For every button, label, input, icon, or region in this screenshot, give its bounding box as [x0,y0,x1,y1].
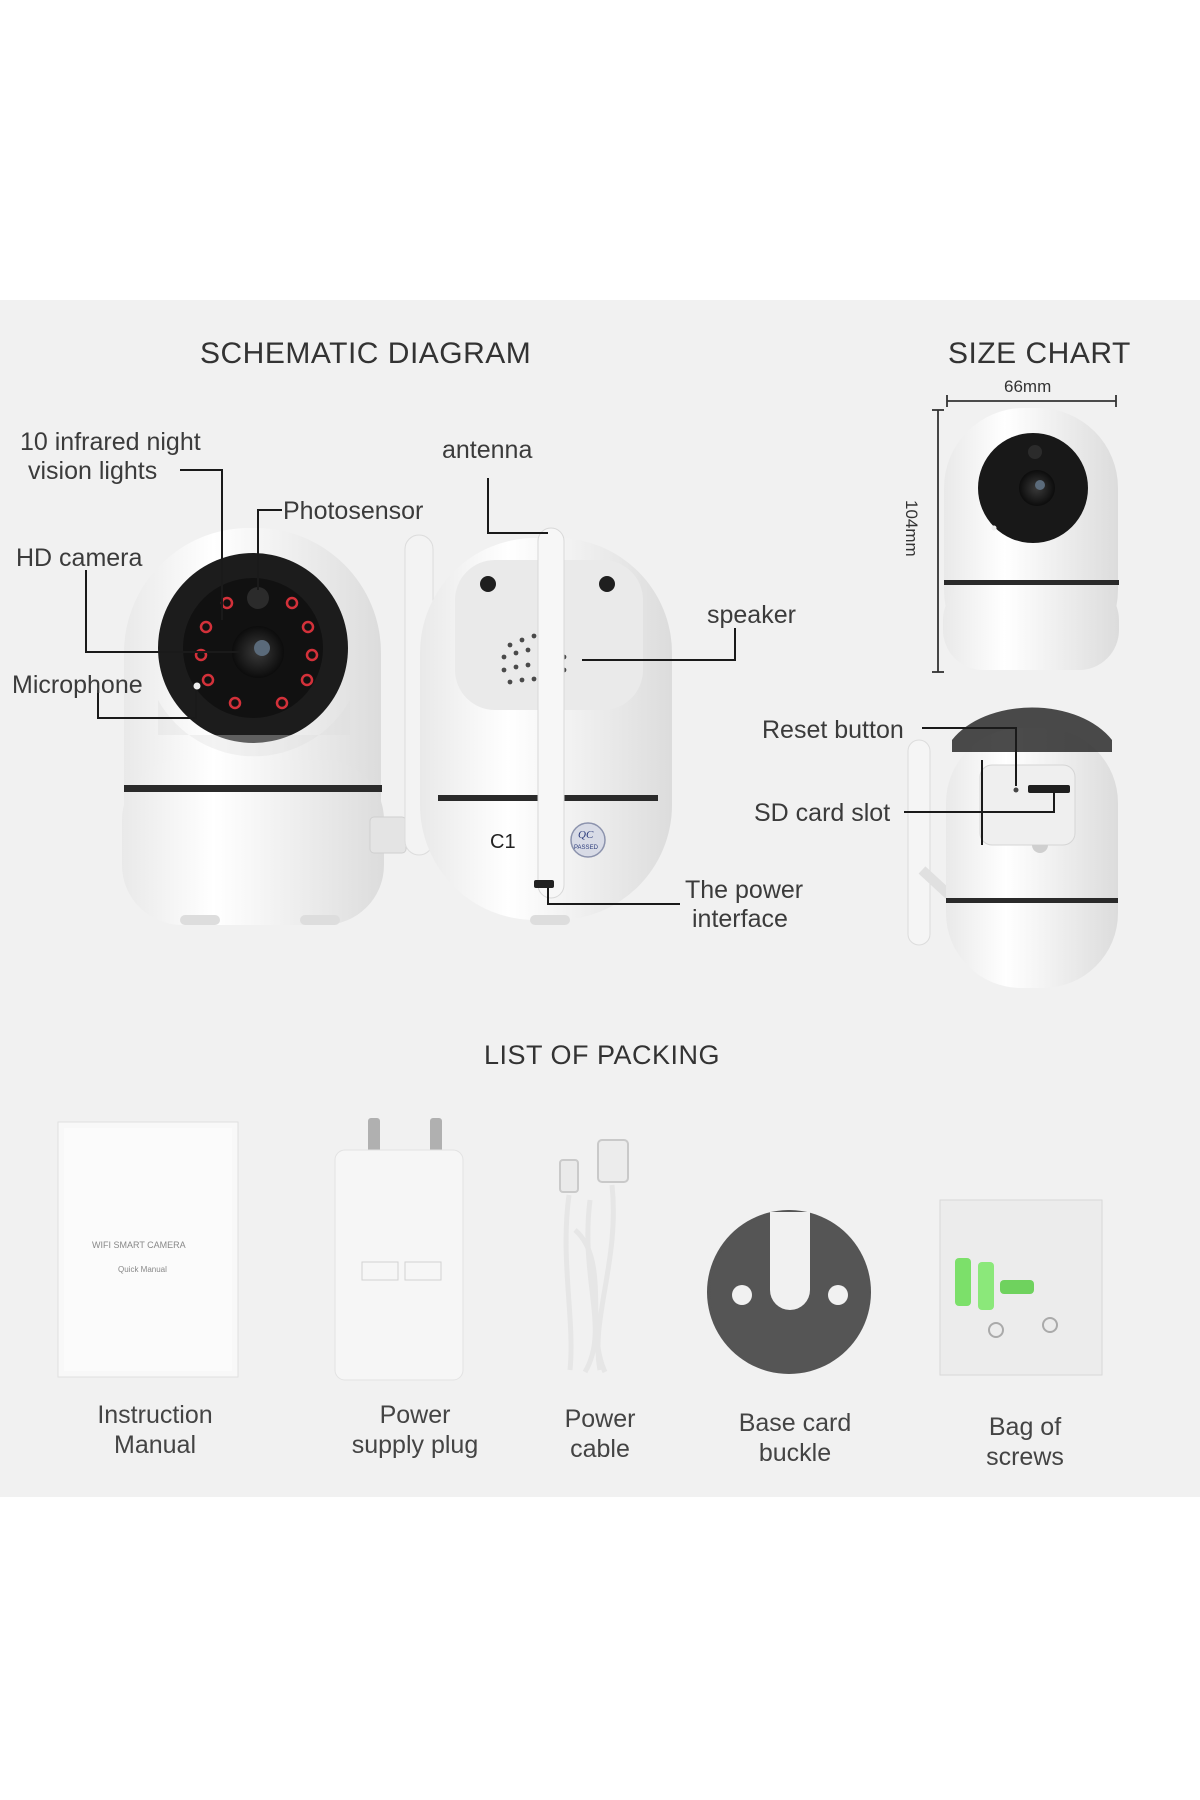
packing-list-heading: LIST OF PACKING [484,1040,721,1070]
qc-passed-sticker: QC PASSED [570,822,606,858]
speaker-label: speaker [707,601,796,629]
microphone-label: Microphone [12,671,143,699]
back-camera [404,527,672,925]
sd-card-slot-label: SD card slot [754,799,891,827]
front-camera [122,528,407,925]
antenna-label: antenna [442,436,533,464]
sd-slot-leader [904,792,1055,813]
photosensor-label: Photosensor [283,497,424,525]
microphone-leader [97,690,197,719]
packing-item-label-buckle: Base card buckle [738,1409,852,1467]
infrared-lights-label: 10 infrared night vision lights [20,428,201,485]
width-dimension-label: 66mm [1004,377,1051,396]
antenna-leader [487,478,548,534]
dimension-height [932,409,944,673]
power-interface-label: The power interface [685,876,804,933]
packing-power-plug-image [334,1118,464,1381]
speaker-leader [582,628,736,661]
model-marking: C1 [490,831,516,853]
reset-button-leader [922,727,1017,786]
packing-power-cable-image [559,1139,629,1374]
callout-lines [85,469,1055,905]
packing-item-label-cable: Power cable [564,1405,636,1463]
height-dimension-label: 104mm [902,500,921,557]
svg-text:QC: QC [578,829,594,841]
packing-item-label-plug: Power supply plug [351,1401,479,1459]
packing-item-label-screws: Bag of screws [986,1413,1064,1471]
dimension-width [946,395,1117,407]
svg-text:PASSED: PASSED [574,845,599,851]
packing-manual-image [57,1121,239,1378]
size-chart-heading: SIZE CHART [948,337,1131,370]
side-view-camera [907,707,1118,988]
packing-item-label-manual: Instruction Manual [97,1401,213,1459]
infrared-leader [180,469,223,620]
power-interface-leader [547,888,680,905]
reset-button-label: Reset button [762,716,904,744]
photosensor-leader [257,509,282,590]
hd-camera-label: HD camera [16,544,143,572]
manual-cover-subtitle: Quick Manual [118,1265,167,1274]
hd-camera-leader [85,570,240,653]
manual-cover-title: WIFI SMART CAMERA [92,1240,186,1250]
schematic-diagram-heading: SCHEMATIC DIAGRAM [200,337,532,370]
packing-base-buckle-image [706,1210,871,1374]
size-chart-camera [943,408,1119,670]
packing-screw-bag-image [939,1199,1103,1376]
